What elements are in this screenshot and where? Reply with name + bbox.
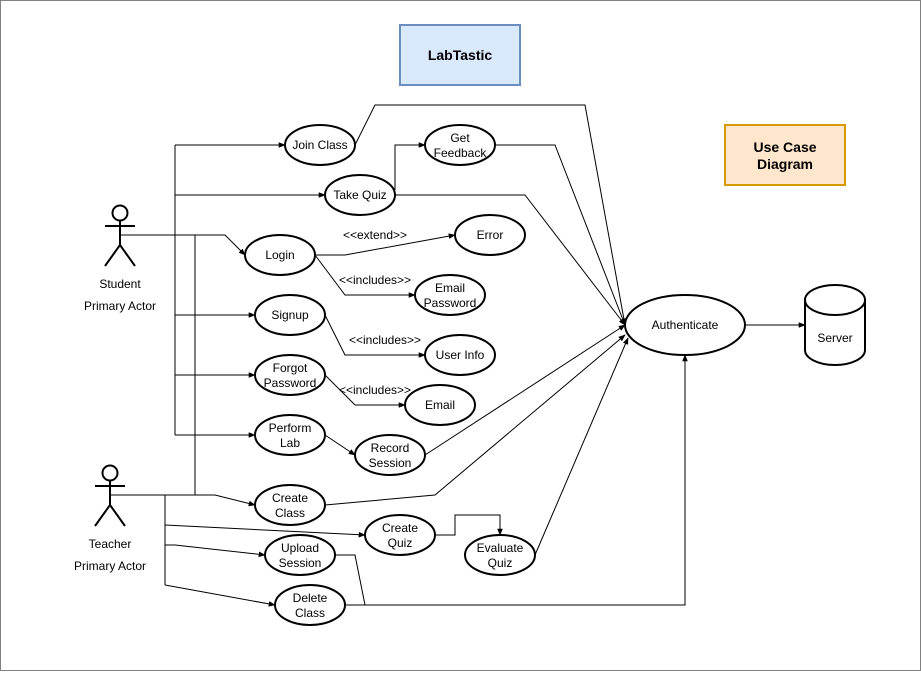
use-case-label: Forgot xyxy=(273,361,308,375)
use-case-label: Lab xyxy=(280,436,300,450)
server-database: Server xyxy=(804,284,866,366)
edge-record-session-to-authenticate xyxy=(424,324,626,456)
use-case-error: Error xyxy=(454,214,526,256)
use-case-signup: Signup xyxy=(254,294,326,336)
use-case-take-quiz: Take Quiz xyxy=(324,174,396,216)
edge-teacher-to-create-class xyxy=(110,494,256,507)
student-actor-role: Primary Actor xyxy=(84,299,156,313)
edge-label-includes-email-password: <<includes>> xyxy=(339,273,411,287)
use-case-label: Feedback xyxy=(434,146,488,160)
edge-perform-lab-to-record-session xyxy=(324,434,356,456)
diagram-type-line-1: Use Case xyxy=(753,139,816,155)
student-figure-icon xyxy=(104,204,136,267)
use-case-label: Quiz xyxy=(388,536,413,550)
server-label: Server xyxy=(817,331,852,345)
use-case-upload-session: Upload Session xyxy=(264,534,336,576)
use-case-create-class: Create Class xyxy=(254,484,326,526)
use-case-label: Join Class xyxy=(292,138,347,152)
edge-teacher-to-delete-class xyxy=(164,584,276,607)
diagram-title: LabTastic xyxy=(428,47,493,63)
edge-label-includes-email: <<includes>> xyxy=(339,383,411,397)
use-case-login: Login xyxy=(244,234,316,276)
use-case-label: Session xyxy=(279,556,322,570)
student-actor: Student Primary Actor xyxy=(84,204,156,313)
edge-take-quiz-to-authenticate xyxy=(395,194,626,326)
use-case-join-class: Join Class xyxy=(284,124,356,166)
use-case-label: Class xyxy=(275,506,305,520)
edge-join-class-to-authenticate xyxy=(354,104,627,326)
use-case-email: Email xyxy=(404,384,476,426)
use-case-authenticate: Authenticate xyxy=(624,294,746,356)
title-box xyxy=(399,24,521,86)
edge-teacher-to-upload-session xyxy=(165,544,266,558)
use-case-label: Take Quiz xyxy=(333,188,386,202)
edge-teacher-to-create-quiz xyxy=(164,524,366,538)
teacher-actor-role: Primary Actor xyxy=(74,559,146,573)
use-case-evaluate-quiz: Evaluate Quiz xyxy=(464,534,536,576)
use-case-delete-class: Delete Class xyxy=(274,584,346,626)
edge-delete-class-to-authenticate xyxy=(345,354,688,606)
edge-label-includes-user-info: <<includes>> xyxy=(349,333,421,347)
edge-take-quiz-to-get-feedback xyxy=(394,142,426,190)
use-case-label: Evaluate xyxy=(477,541,524,555)
use-case-label: Email xyxy=(435,281,465,295)
edge-signup-to-user-info xyxy=(324,314,426,358)
use-case-email-password: Email Password xyxy=(414,274,486,316)
use-case-label: Perform xyxy=(269,421,312,435)
edges xyxy=(110,104,806,607)
use-case-label: Login xyxy=(265,248,294,262)
use-case-label: Email xyxy=(425,398,455,412)
edge-login-to-email-password xyxy=(314,254,416,298)
diagram-type-box xyxy=(724,124,846,186)
use-case-label: Error xyxy=(477,228,504,242)
use-case-label: Create xyxy=(382,521,418,535)
use-case-label: Class xyxy=(295,606,325,620)
use-case-label: Password xyxy=(264,376,317,390)
use-case-label: Record xyxy=(371,441,410,455)
teacher-actor-name: Teacher xyxy=(89,537,132,551)
use-case-label: Session xyxy=(369,456,412,470)
use-case-create-quiz: Create Quiz xyxy=(364,514,436,556)
edge-label-extend: <<extend>> xyxy=(343,228,407,242)
use-case-label: Authenticate xyxy=(652,318,719,332)
edge-student-to-login xyxy=(120,234,246,256)
edge-create-class-to-authenticate xyxy=(324,334,626,506)
use-case-label: Quiz xyxy=(488,556,513,570)
use-case-label: User Info xyxy=(436,348,485,362)
use-case-record-session: Record Session xyxy=(354,434,426,476)
use-case-label: Delete xyxy=(293,591,328,605)
edge-login-to-error xyxy=(315,233,456,256)
use-case-label: Get xyxy=(450,131,470,145)
database-cylinder-icon xyxy=(804,284,866,366)
edge-create-quiz-to-evaluate-quiz xyxy=(435,514,503,536)
use-case-user-info: User Info xyxy=(424,334,496,376)
edge-evaluate-quiz-to-authenticate xyxy=(534,337,629,556)
use-case-get-feedback: Get Feedback xyxy=(424,124,496,166)
student-actor-name: Student xyxy=(99,277,141,291)
edge-forgot-password-to-email xyxy=(324,374,406,408)
teacher-figure-icon xyxy=(94,464,126,527)
use-case-label: Create xyxy=(272,491,308,505)
use-case-perform-lab: Perform Lab xyxy=(254,414,326,456)
use-case-label: Upload xyxy=(281,541,319,555)
use-case-label: Password xyxy=(424,296,477,310)
use-case-forgot-password: Forgot Password xyxy=(254,354,326,396)
edge-upload-session-to-authenticate xyxy=(335,554,366,606)
use-case-label: Signup xyxy=(271,308,309,322)
diagram-type-line-2: Diagram xyxy=(757,156,813,172)
edge-get-feedback-to-authenticate xyxy=(495,144,626,326)
teacher-actor: Teacher Primary Actor xyxy=(74,464,146,573)
